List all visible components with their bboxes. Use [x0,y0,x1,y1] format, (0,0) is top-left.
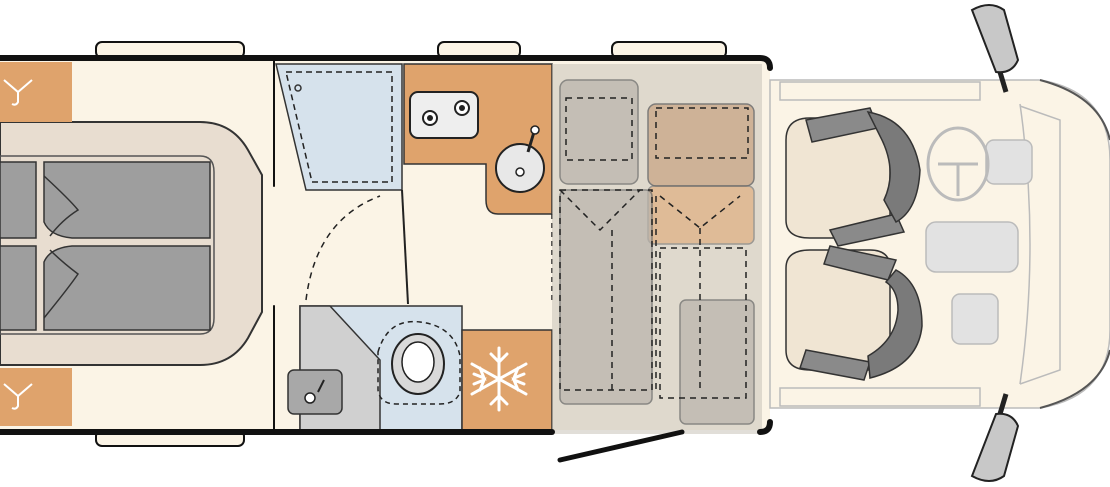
wash-basin-icon [287,369,343,415]
passenger-seat [785,245,923,381]
toilet-icon [377,320,461,405]
door-swing [305,195,381,301]
rear-wardrobe-bottom [0,368,72,426]
snowflake-icon [470,346,528,412]
rear-wardrobe-top [0,62,72,122]
entry-door [557,429,685,463]
driver-cab [769,79,1110,409]
bed-mattress-upper [0,161,37,239]
dinette [552,64,762,434]
wardrobe [275,63,403,191]
refrigerator [461,329,553,431]
bathroom [287,305,463,431]
rear-bed [0,121,263,366]
hob-icon [409,91,479,139]
bed-mattress-lower [0,245,37,331]
kitchen [403,63,553,215]
walls [0,55,773,435]
steering-wheel-icon [926,126,990,202]
mirror-icon [970,4,1020,93]
sink-icon [495,125,545,193]
driver-seat [785,107,921,247]
mirror-icon-lower [970,393,1020,482]
